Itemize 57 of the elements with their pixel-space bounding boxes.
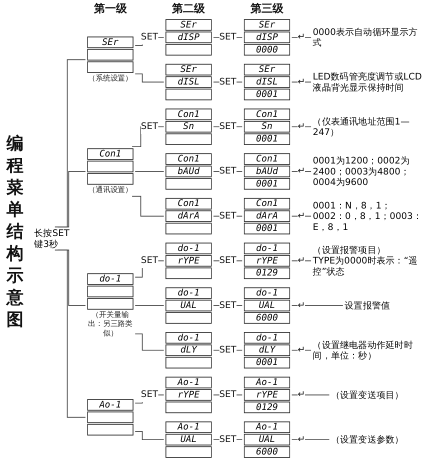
edge-label: ↵: [298, 210, 306, 221]
node-text: 长按SET键3秒: [34, 228, 70, 250]
edge-label: SET: [219, 254, 236, 266]
column-heading: 第二级: [172, 1, 206, 16]
node-text: （设置变送项目）: [330, 390, 404, 400]
connector: [291, 216, 312, 217]
connector: [291, 36, 312, 38]
connector: [134, 305, 164, 306]
edge-label: ↵: [298, 120, 306, 132]
edge-label: SET: [219, 76, 236, 87]
edge-label: SET: [219, 344, 236, 356]
node-text: （设置变送参数）: [330, 434, 404, 446]
connector: [54, 59, 86, 228]
edge-label: SET: [140, 254, 158, 266]
node-text: 0001：N，8，1；0002：0，8，1；0003：E，8，1: [312, 200, 422, 232]
connector: [54, 250, 86, 418]
edge-label: SET: [219, 300, 236, 310]
connector: [291, 439, 330, 440]
edge-label: SET: [219, 434, 236, 444]
edge-label: ↵: [298, 434, 306, 444]
connector: [291, 394, 330, 396]
edge-label: SET: [140, 388, 158, 400]
node-text: 0000表示自动循环显示方式: [312, 26, 418, 48]
node-text: （仪表通讯地址范围1—247）: [312, 116, 410, 138]
connector: [134, 333, 164, 351]
connector: [134, 73, 164, 82]
node-text: 设置报警值: [344, 300, 390, 311]
node-text: （设置报警项目） TYPE为0000时表示：“遥控”状态: [312, 244, 418, 277]
connector: [291, 171, 312, 172]
edge-label: SET: [140, 31, 158, 42]
edge-label: ↵: [298, 165, 306, 176]
connector: [132, 196, 164, 217]
connector: [57, 171, 86, 228]
diagram-title: 编程菜单结构示意图: [6, 133, 24, 331]
edge-label: SET: [219, 165, 236, 176]
edge-label: ↵: [298, 254, 306, 266]
connector: [291, 260, 312, 262]
connector: [134, 431, 164, 440]
edge-label: SET: [140, 120, 158, 132]
edge-label: SET: [219, 120, 236, 132]
edge-label: ↵: [298, 76, 306, 87]
node-text: 0001为1200；0002为2400；0003为4800；0004为9600: [312, 155, 410, 188]
edge-label: ↵: [298, 31, 306, 42]
edge-label: SET: [219, 31, 236, 42]
node-text: （设置继电器动作延时时间，单位：秒）: [312, 339, 413, 362]
edge-label: SET: [219, 388, 236, 400]
column-heading: 第三级: [250, 1, 284, 16]
edge-label: ↵: [298, 300, 306, 310]
connector: [291, 126, 312, 128]
node-text: LED数码管亮度调节或LCD液晶背光显示保持时间: [312, 71, 422, 93]
connector: [291, 305, 344, 306]
edge-label: ↵: [298, 344, 306, 356]
edge-label: SET: [219, 210, 236, 221]
connector: [134, 171, 164, 172]
column-heading: 第一级: [94, 1, 127, 16]
edge-label: ↵: [298, 388, 306, 400]
connector: [291, 350, 312, 351]
